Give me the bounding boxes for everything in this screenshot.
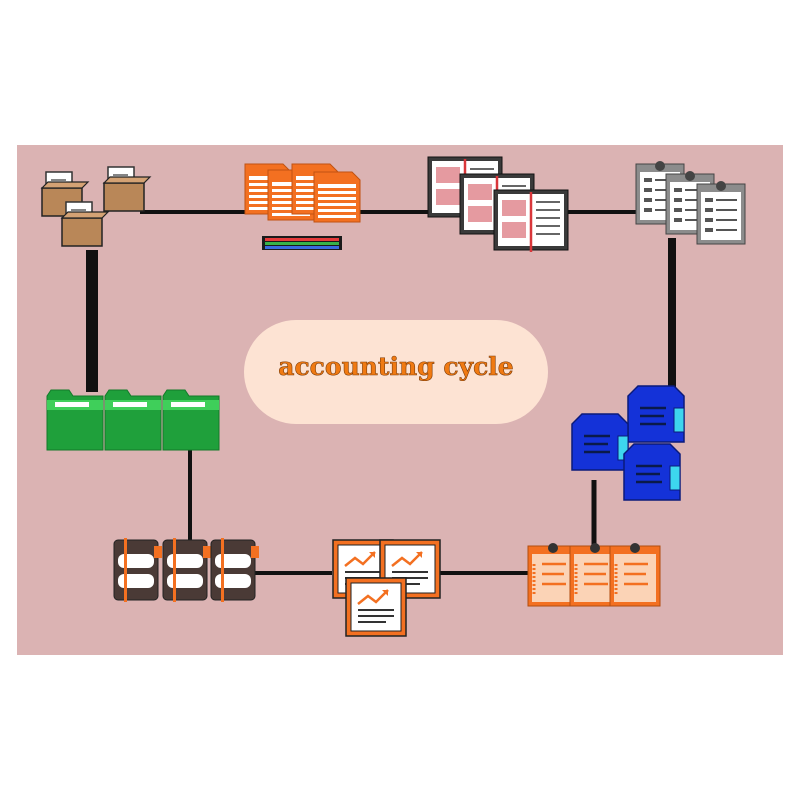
green-folders — [46, 389, 220, 451]
archive-binders — [113, 537, 260, 603]
diagram-title: accounting cycle — [278, 352, 513, 381]
title-pill — [244, 320, 548, 424]
journal-ledger-stack — [244, 163, 361, 250]
orange-clipboards — [526, 541, 662, 608]
connector-lines — [86, 210, 676, 575]
